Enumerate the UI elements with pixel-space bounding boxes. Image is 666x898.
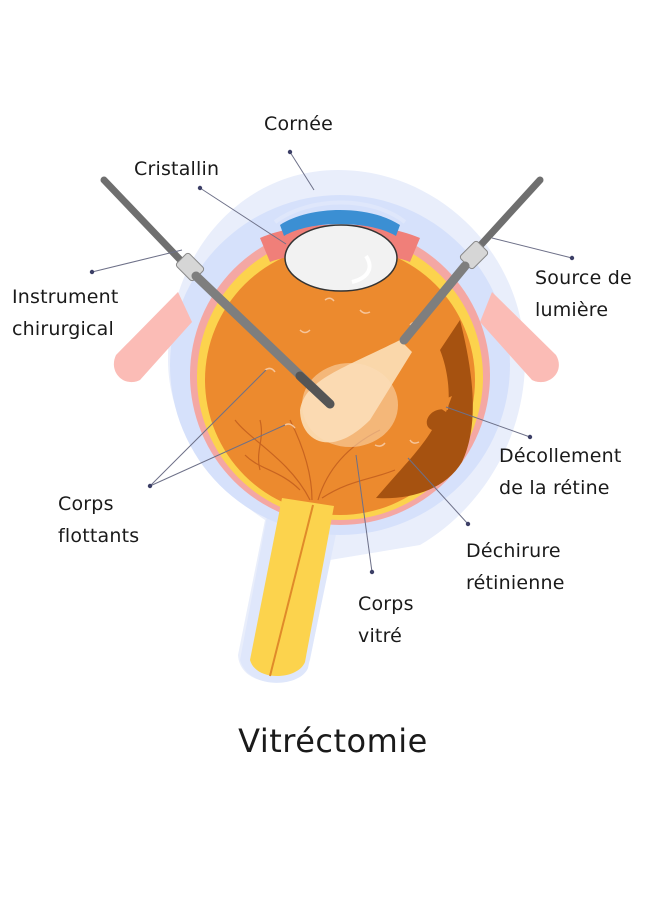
label-corps-vitre-line2: vitré xyxy=(358,625,403,647)
label-instrument-chirurgical: Instrument chirurgical xyxy=(12,281,119,345)
label-source-de-lumiere: Source de lumière xyxy=(535,262,632,326)
label-corps-flottants-line1: Corps xyxy=(58,493,114,515)
label-dechirure-retinienne: Déchirure rétinienne xyxy=(466,535,565,599)
label-dechirure-line1: Déchirure xyxy=(466,540,561,562)
label-decollement-line1: Décollement xyxy=(499,445,622,467)
label-decollement-retine: Décollement de la rétine xyxy=(499,440,622,504)
label-cristallin: Cristallin xyxy=(134,153,219,185)
label-cristallin-text: Cristallin xyxy=(134,158,220,180)
light-source-shaft xyxy=(474,176,544,252)
optic-nerve-vessel xyxy=(269,504,314,677)
floaters xyxy=(264,297,420,447)
light-source-tip xyxy=(399,261,470,345)
label-instrument-line2: chirurgical xyxy=(12,318,115,340)
leader-lines xyxy=(91,151,573,573)
light-glow xyxy=(302,363,398,447)
label-decollement-line2: de la rétine xyxy=(499,477,610,499)
label-corps-vitre: Corps vitré xyxy=(358,588,414,652)
label-dechirure-line2: rétinienne xyxy=(466,572,565,594)
label-cornee-text: Cornée xyxy=(264,113,333,135)
label-corps-flottants-line2: flottants xyxy=(58,525,140,547)
label-corps-flottants: Corps flottants xyxy=(58,488,139,552)
label-instrument-line1: Instrument xyxy=(12,286,119,308)
label-source-line2: lumière xyxy=(535,299,609,321)
surgical-instrument-tip-dark xyxy=(295,371,335,409)
label-cornee: Cornée xyxy=(264,108,333,140)
muscle-right xyxy=(480,292,559,383)
muscle-left xyxy=(113,292,192,383)
cornea xyxy=(280,210,400,236)
lens xyxy=(284,224,398,292)
lens-highlight xyxy=(351,254,372,284)
diagram-title: Vitréctomie xyxy=(238,722,428,760)
label-source-line1: Source de xyxy=(535,267,632,289)
label-corps-vitre-line1: Corps xyxy=(358,593,414,615)
leader-dots xyxy=(89,149,575,575)
retinal-detachment xyxy=(376,320,473,499)
surgical-instrument-shaft xyxy=(100,176,190,270)
cornea-outline xyxy=(273,200,407,224)
